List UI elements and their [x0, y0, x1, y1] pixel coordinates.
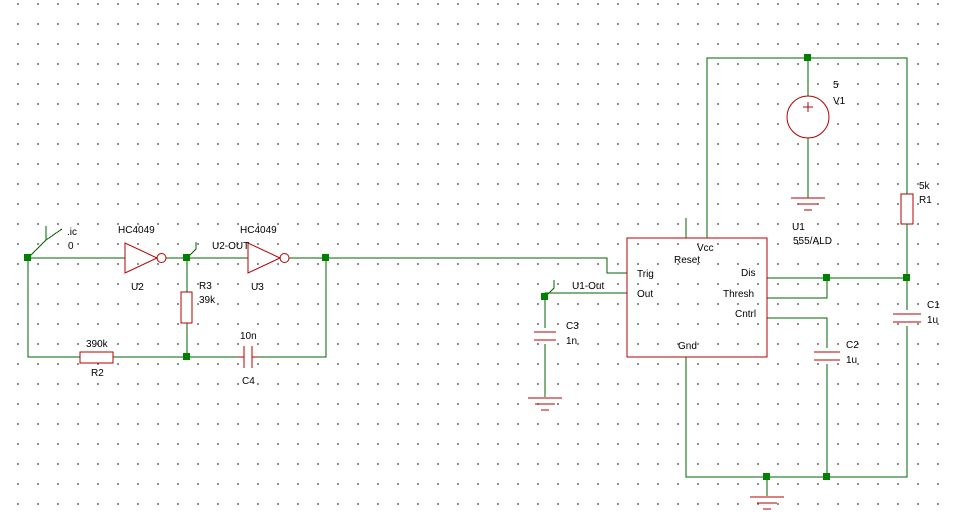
c4-value-label: 10n [240, 331, 257, 342]
nodes [24, 54, 910, 480]
pin-dis-label: Dis [741, 268, 755, 279]
pin-thresh-label: Thresh [723, 289, 754, 300]
wire-c4-right[interactable] [258, 258, 327, 358]
pin-cntrl-label: Cntrl [735, 309, 756, 320]
ground-main[interactable] [750, 496, 784, 510]
pin-vcc-label: Vcc [697, 243, 714, 254]
wire-u3-out-to-trig[interactable] [289, 257, 627, 274]
node-r3-c4[interactable] [183, 353, 190, 360]
wire-out[interactable] [544, 292, 627, 328]
wire-ic-flag[interactable] [27, 226, 63, 259]
node-dis[interactable] [903, 274, 910, 281]
pin-trig-label: Trig [637, 269, 654, 280]
node-gnd-mid[interactable] [763, 473, 770, 480]
ground-c3[interactable] [528, 397, 562, 411]
node-vcc[interactable] [804, 54, 811, 61]
r1-ref-label: R1 [919, 195, 932, 206]
ic-value-label: 0 [68, 241, 74, 252]
ground-v1[interactable] [791, 197, 825, 211]
ic-555-body[interactable] [626, 237, 768, 358]
u1-model-label: 555/ALD [793, 236, 832, 247]
c4-ref-label: C4 [242, 376, 255, 387]
r3-ref-label: R3 [199, 281, 212, 292]
c1-value-label: 1u [927, 315, 938, 326]
wire-left-vertical[interactable] [27, 258, 80, 358]
u2-out-probe-label: U2-OUT [212, 241, 249, 252]
wire-c1-bottom[interactable] [685, 326, 908, 478]
c2-ref-label: C2 [846, 340, 859, 351]
v1-value-label: 5 [833, 80, 839, 91]
u3-ref-label: U3 [251, 282, 264, 293]
r2-value-label: 390k [86, 339, 109, 350]
u1-ref-label: U1 [792, 222, 805, 233]
resistor-r2[interactable] [79, 351, 114, 364]
v1-ref-label: V1 [833, 96, 846, 107]
capacitor-c2[interactable] [814, 351, 840, 361]
u2-ref-label: U2 [131, 282, 144, 293]
voltage-source-v1[interactable] [786, 95, 830, 139]
node-left[interactable] [24, 254, 31, 261]
c1-ref-label: C1 [927, 300, 940, 311]
r2-ref-label: R2 [91, 368, 104, 379]
pin-reset-label: Reset [674, 255, 700, 266]
wire-vcc-top[interactable] [706, 57, 908, 238]
u1-out-probe-label: U1-Out [572, 281, 604, 292]
capacitor-c4[interactable] [238, 346, 258, 368]
pin-gnd-label: Gnd [678, 341, 697, 352]
node-thresh[interactable] [823, 274, 830, 281]
wire-thresh[interactable] [767, 278, 828, 299]
inverter-u3[interactable] [247, 242, 290, 274]
node-u3-out[interactable] [322, 254, 329, 261]
r3-value-label: 39k [199, 295, 216, 306]
c3-value-label: 1n [566, 336, 577, 347]
node-u2-out[interactable] [183, 254, 190, 261]
pin-out-label: Out [637, 289, 653, 300]
wires [27, 57, 908, 496]
c2-value-label: 1u [846, 355, 857, 366]
u3-model-label: HC4049 [240, 225, 277, 236]
r1-value-label: 5k [919, 181, 931, 192]
c3-ref-label: C3 [566, 321, 579, 332]
capacitor-c3[interactable] [534, 331, 556, 341]
node-out[interactable] [541, 293, 548, 300]
capacitor-c1[interactable] [893, 313, 921, 323]
resistor-r1[interactable] [900, 193, 914, 225]
inverter-u2[interactable] [124, 242, 167, 274]
labels: .ic 0 HC4049 U2 HC4049 U3 U2-OUT R3 39k … [67, 80, 940, 387]
u2-model-label: HC4049 [118, 225, 155, 236]
resistor-r3[interactable] [180, 291, 193, 324]
wire-cntrl[interactable] [767, 317, 828, 348]
node-gnd-c2[interactable] [823, 473, 830, 480]
ic-name-label: .ic [67, 227, 77, 238]
